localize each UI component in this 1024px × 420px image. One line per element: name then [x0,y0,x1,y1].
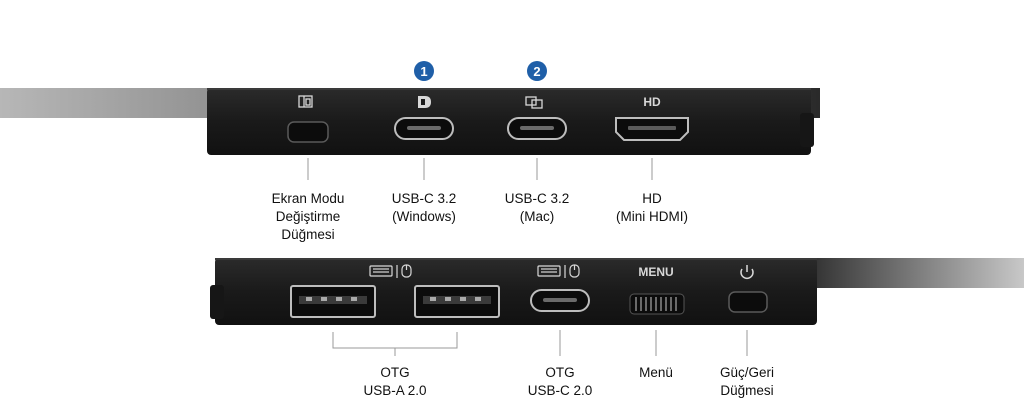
menu-wheel[interactable] [629,293,685,315]
bottom-device-panel: MENU [210,258,1024,356]
label-menu: Menü [639,365,673,380]
badge-one: 1 [414,61,434,81]
usb-a-port-2[interactable] [414,285,500,318]
top-device-panel: HD 1 2 [0,61,820,180]
mac-display-icon [525,96,543,109]
top-leader-lines [307,158,653,180]
menu-icon-text: MENU [638,265,673,279]
usb-a-port-1[interactable] [290,285,376,318]
power-back-button[interactable] [728,291,768,313]
bottom-cable [800,258,1024,288]
label-otg-usba: OTG USB-A 2.0 [363,365,427,398]
label-power-back: Güç/Geri Düğmesi [719,365,774,398]
keyboard-mouse-icon [369,264,412,278]
hd-icon-text: HD [643,95,661,109]
keyboard-mouse-icon-otg-c [537,264,580,278]
power-icon [740,265,754,279]
screen-mode-icon [298,95,313,108]
displayport-icon [418,96,431,108]
bottom-leader-lines [332,330,748,356]
label-usbc-mac: USB-C 3.2 (Mac) [504,191,570,224]
label-screen-mode-button: Ekran Modu Değiştirme Düğmesi [271,191,345,242]
label-otg-usbc: OTG USB-C 2.0 [527,365,593,398]
svg-text:1: 1 [420,64,427,79]
badge-two: 2 [527,61,547,81]
mode-switch-button[interactable] [287,121,329,143]
label-hd: HD (Mini HDMI) [616,191,688,224]
label-usbc-windows: USB-C 3.2 (Windows) [391,191,457,224]
svg-text:2: 2 [533,64,540,79]
